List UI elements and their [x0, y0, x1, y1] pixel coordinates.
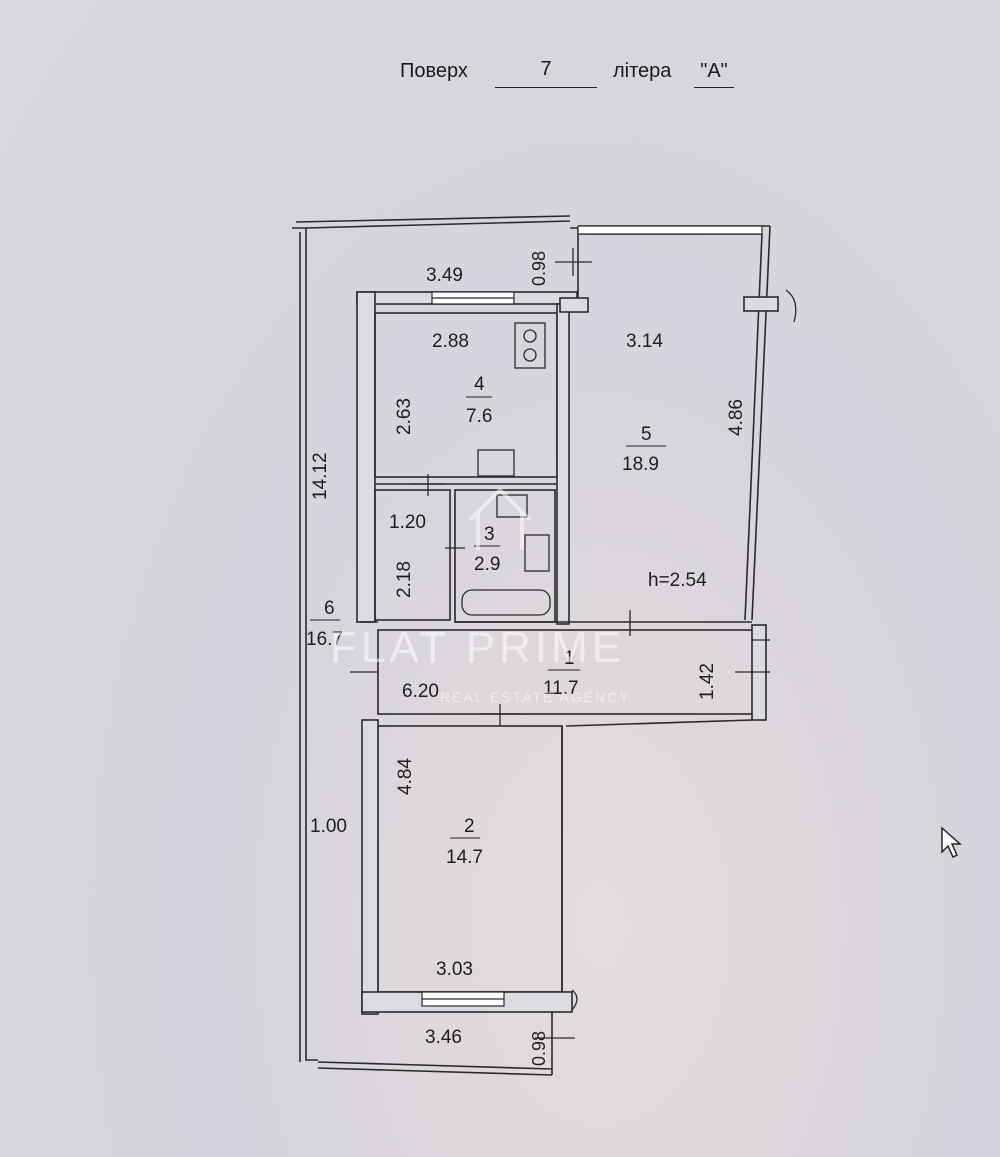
dim-loggia-width: 1.00 — [310, 816, 347, 837]
dim-top-balcony-width: 3.49 — [426, 265, 463, 286]
bath-room-outline — [454, 489, 556, 623]
loggia-bottom-rail — [317, 1061, 553, 1070]
door-swing-bottom-balcony — [571, 989, 578, 1011]
room-5-area: 18.9 — [622, 454, 659, 475]
dim-room2-width: 3.03 — [436, 959, 473, 980]
watermark-brand: FLAT PRIME — [330, 623, 625, 672]
loggia-outer-wall — [292, 227, 318, 1061]
top-wall-stub — [559, 297, 589, 313]
dim-kitchen-depth: 2.63 — [394, 398, 415, 435]
floor-value: 7 — [495, 58, 597, 88]
room5-right-inner — [744, 233, 763, 621]
room-5-number: 5 — [641, 424, 652, 445]
dim-bottom-balcony-depth: 0.98 — [529, 1031, 549, 1066]
toilet-room-outline — [374, 489, 451, 621]
mouse-pointer-icon — [941, 826, 962, 859]
door-swing-room5 — [785, 289, 797, 323]
loggia-bottom-edge — [317, 1067, 553, 1076]
dim-room5-depth: 4.86 — [726, 399, 747, 436]
bathtub-icon — [461, 589, 551, 616]
dim-bath-depth: 2.18 — [394, 561, 415, 598]
loggia-top-edge — [305, 220, 571, 229]
room5-right-stub — [743, 296, 779, 312]
room-2-area: 14.7 — [446, 847, 483, 868]
dim-room5-width: 3.14 — [626, 331, 663, 352]
letter-label: літера — [613, 60, 672, 82]
dim-top-balcony-depth: 0.98 — [529, 251, 549, 286]
toilet-icon — [496, 494, 528, 518]
watermark-house-icon — [468, 487, 532, 550]
kitchen-right-wall — [556, 303, 570, 625]
dim-bath-width: 1.20 — [389, 512, 426, 533]
room2-top-join — [565, 719, 753, 727]
room5-window — [577, 225, 763, 235]
dim-bottom-balcony-width: 3.46 — [425, 1027, 462, 1048]
floor-label: Поверх — [400, 60, 468, 82]
plan-labels: 3.49 0.98 2.88 2.63 4 7.6 3.14 4.86 5 18… — [306, 251, 747, 1066]
dim-kitchen-width: 2.88 — [432, 331, 469, 352]
door-marks — [350, 248, 797, 1039]
dim-hall-width: 1.42 — [697, 663, 718, 700]
dim-room2-depth: 4.84 — [395, 758, 416, 795]
room5-right-wall — [751, 225, 771, 621]
fixtures — [461, 322, 551, 616]
stove-burner-icon — [523, 329, 537, 343]
windows — [421, 225, 763, 1007]
stove-burner-icon — [523, 348, 537, 362]
room-3-number: 3 — [484, 524, 495, 545]
loggia-top-rail — [295, 215, 571, 223]
room-4-area: 7.6 — [466, 406, 492, 427]
room5-left-top — [570, 227, 579, 298]
room-2-number: 2 — [464, 816, 475, 837]
letter-value: "А" — [694, 60, 734, 88]
dim-loggia-length: 14.12 — [310, 452, 331, 500]
room-6-number: 6 — [324, 598, 335, 619]
room-1-number: 1 — [564, 648, 575, 669]
stove-icon — [514, 322, 546, 369]
room-1-area: 11.7 — [543, 678, 579, 699]
room-3-area: 2.9 — [474, 554, 500, 575]
floor-header: Поверх 7 літера "А" — [0, 58, 1000, 98]
dim-hall-length: 6.20 — [402, 681, 439, 702]
room-6-area: 16.7 — [306, 629, 343, 650]
inner-left-wall — [356, 291, 376, 623]
room-4-number: 4 — [474, 374, 485, 395]
walls — [292, 215, 779, 1076]
washbasin-icon — [524, 534, 550, 572]
sink-icon — [477, 449, 515, 477]
watermark-tagline: REAL ESTATE AGENCY — [440, 689, 631, 705]
ceiling-height: h=2.54 — [648, 570, 707, 591]
room2-left-wall — [361, 719, 379, 1015]
watermark: FLAT PRIME REAL ESTATE AGENCY — [330, 487, 631, 705]
